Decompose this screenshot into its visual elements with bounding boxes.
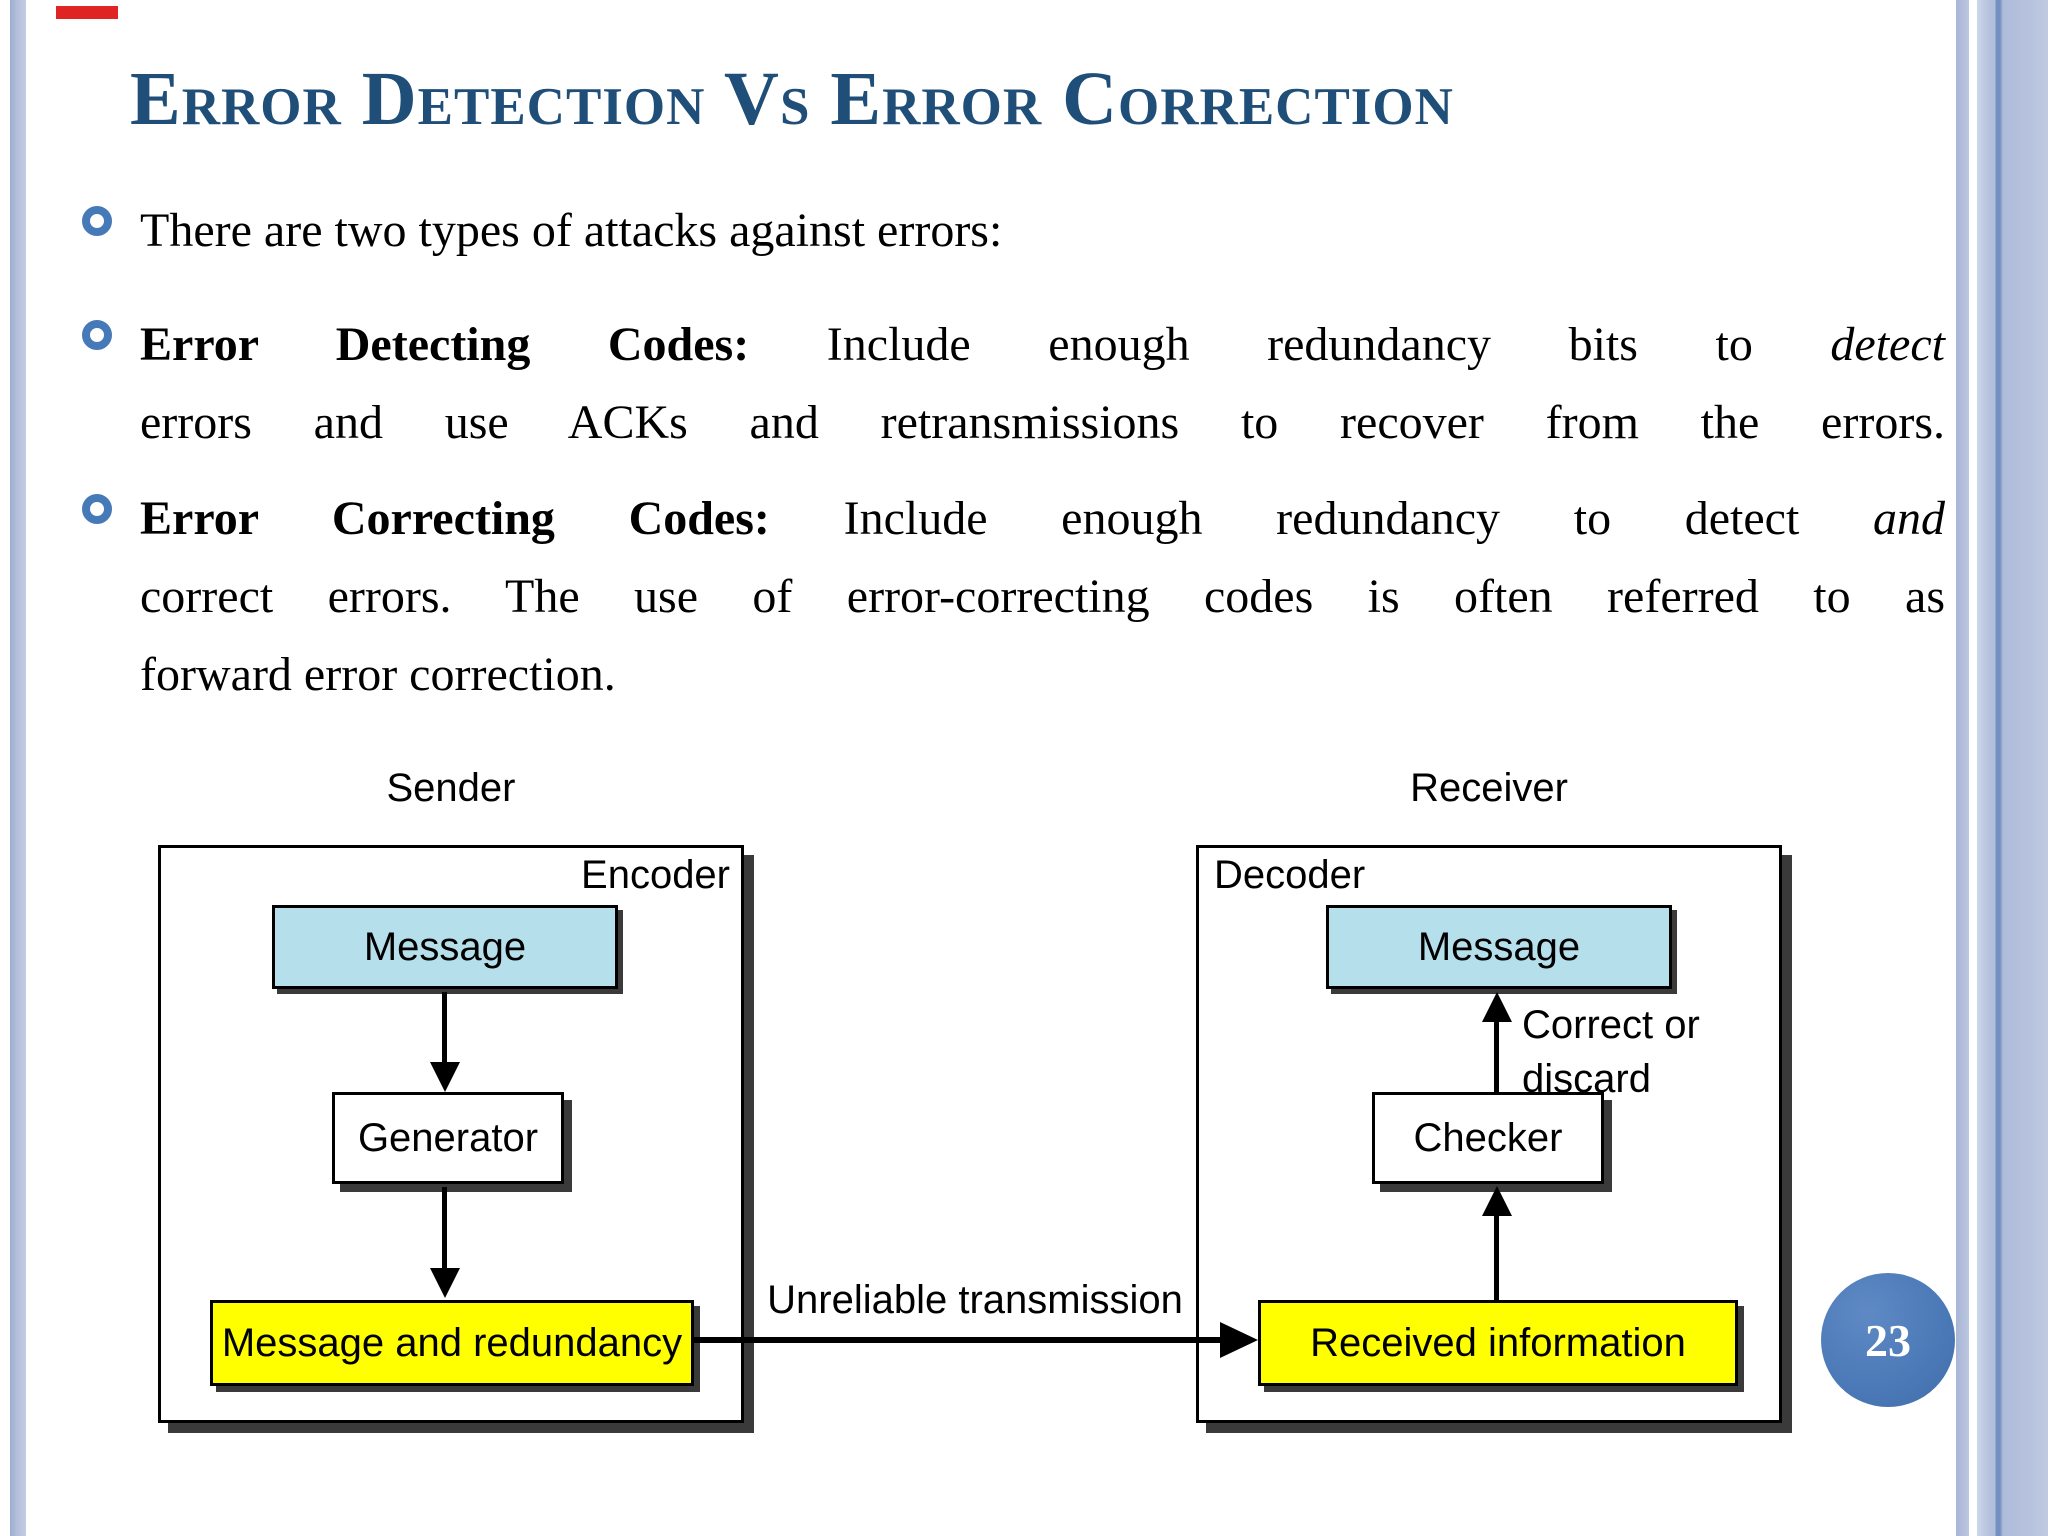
arrow-up-icon [1482,1186,1512,1216]
left-border-bar [10,0,26,1536]
page-number: 23 [1865,1314,1911,1366]
checker-box: Checker [1372,1092,1604,1184]
arrow-line [442,992,447,1064]
decoder-label: Decoder [1214,853,1366,897]
arrow-line [1494,1214,1499,1300]
sender-message-box: Message [272,905,618,989]
bullet-line: errors and use ACKs and retransmissions … [140,396,1945,449]
encoder-label: Encoder [581,853,730,897]
italic-text: and [1873,492,1945,545]
channel-arrow-line [694,1337,1222,1343]
bullet-text: There are two types of attacks against e… [140,204,1003,257]
bullet-line: forward error correction. [140,648,616,701]
receiver-message-box: Message [1326,905,1672,989]
right-border-bar-thin [1956,0,1969,1536]
right-border-bar-wide [1977,0,2048,1536]
note-line: Correct or [1522,1003,1700,1047]
bullet-icon [82,494,112,524]
bullet-paragraph-detecting: Error Detecting Codes: Include enough re… [140,306,1945,462]
body-text: Include enough redundancy to detect [769,492,1873,545]
arrow-down-icon [430,1062,460,1092]
bullet-paragraph-correcting: Error Correcting Codes: Include enough r… [140,480,1945,714]
arrow-line [1494,1020,1499,1092]
arrow-line [442,1187,447,1270]
correct-or-discard-note: Correct or discard [1522,998,1700,1106]
generator-box: Generator [332,1092,564,1184]
bullet-line: correct errors. The use of error-correct… [140,570,1945,623]
receiver-title-label: Receiver [1410,766,1568,810]
bold-lead-text: Error Correcting Codes: [140,492,770,545]
bullet-paragraph-intro: There are two types of attacks against e… [140,192,1945,270]
bullet-line: Error Detecting Codes: Include enough re… [140,306,1945,384]
sender-payload-box: Message and redundancy [210,1300,694,1386]
bullet-line: Error Correcting Codes: Include enough r… [140,480,1945,558]
arrow-up-icon [1482,992,1512,1022]
page-title: Error Detection Vs Error Correction [130,57,1454,141]
top-left-red-accent [56,6,118,19]
italic-text: detect [1830,318,1945,371]
page-number-badge: 23 [1821,1273,1955,1407]
body-text: Include enough redundancy bits to [749,318,1831,371]
sender-title-label: Sender [386,766,516,810]
bullet-icon [82,206,112,236]
channel-label: Unreliable transmission [767,1278,1183,1322]
bold-lead-text: Error Detecting Codes: [140,318,750,371]
arrow-right-icon [1220,1322,1258,1358]
receiver-payload-box: Received information [1258,1300,1738,1386]
arrow-down-icon [430,1268,460,1298]
bullet-icon [82,320,112,350]
